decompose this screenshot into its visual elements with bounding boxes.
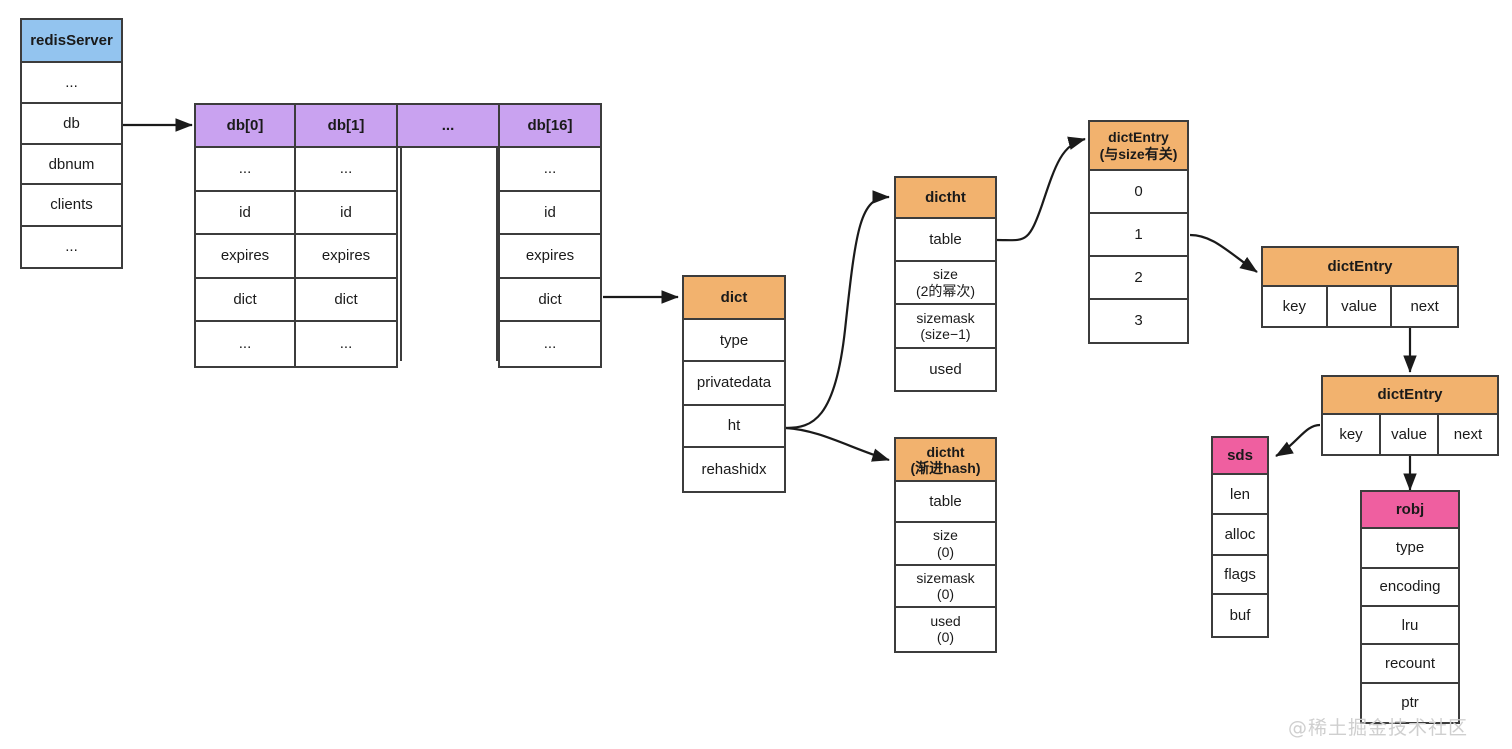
db-column-0-row-id: id	[196, 192, 294, 235]
robj-header: robj	[1362, 492, 1458, 530]
dictentry-node-2-header: dictEntry	[1323, 377, 1497, 416]
db-column-1-row-expires: expires	[296, 235, 396, 279]
dict-row-rehashidx: rehashidx	[684, 447, 784, 491]
db-column-1-header: db[1]	[296, 105, 396, 148]
dictentry-node-1-next: next	[1392, 287, 1457, 326]
db-column-0-row-expires: expires	[196, 235, 294, 279]
db-ellipsis-column-filler	[400, 148, 498, 361]
dictentry-node-2-fields: key value next	[1323, 415, 1497, 454]
db-column-16-row-0: ...	[500, 148, 600, 192]
robj-row-recount: recount	[1362, 645, 1458, 684]
dict-row-ht: ht	[684, 405, 784, 448]
redis-server-row-4: ...	[22, 226, 121, 268]
robj-row-encoding: encoding	[1362, 568, 1458, 608]
redis-server-header: redisServer	[22, 20, 121, 64]
redis-server-row-dbnum: dbnum	[22, 144, 121, 186]
dictentry-node-1-fields: key value next	[1263, 287, 1457, 326]
link-entry2key-to-sds	[1275, 423, 1321, 457]
redis-server-row-db: db	[22, 103, 121, 145]
dictentry-node-1-key: key	[1263, 287, 1328, 326]
dictentry-node-2: dictEntry key value next	[1321, 375, 1499, 456]
dictentry-node-2-value: value	[1381, 415, 1439, 454]
db-column-1-row-id: id	[296, 192, 396, 235]
watermark: @稀土掘金技术社区	[1288, 717, 1469, 739]
dictentry-array-slot-3: 3	[1090, 299, 1187, 342]
redis-server-row-0: ...	[22, 63, 121, 104]
dictentry-array-header: dictEntry (与size有关)	[1090, 122, 1187, 172]
sds-row-buf: buf	[1213, 594, 1267, 637]
link-table-to-dictentry-array	[996, 136, 1086, 242]
db-column-1-row-0: ...	[296, 148, 396, 192]
dictht-bottom-table: dictht (渐进hash) table size (0) sizemask …	[894, 437, 997, 653]
sds-header: sds	[1213, 438, 1267, 476]
db-column-0-row-4: ...	[196, 322, 294, 366]
robj-row-type: type	[1362, 529, 1458, 569]
sds-table: sds len alloc flags buf	[1211, 436, 1269, 638]
redis-server-row-clients: clients	[22, 185, 121, 227]
dict-row-type: type	[684, 320, 784, 363]
dict-table: dict type privatedata ht rehashidx	[682, 275, 786, 493]
link-ht-to-dictht-bottom	[785, 426, 890, 462]
db-array: db[0] ... id expires dict ... db[1] ... …	[194, 103, 602, 368]
redis-server-table: redisServer ... db dbnum clients ...	[20, 18, 123, 269]
db-column-ellipsis-header: ...	[398, 105, 498, 148]
dictentry-array-table: dictEntry (与size有关) 0 1 2 3	[1088, 120, 1189, 344]
dictentry-array-slot-1: 1	[1090, 214, 1187, 257]
dictht-top-row-table: table	[896, 219, 995, 262]
robj-row-ptr: ptr	[1362, 683, 1458, 722]
db-column-16: db[16] ... id expires dict ...	[500, 103, 602, 368]
dictentry-array-slot-0: 0	[1090, 171, 1187, 215]
link-ht-to-dictht-top	[785, 190, 890, 430]
db-column-16-header: db[16]	[500, 105, 600, 148]
dictht-bottom-row-sizemask: sizemask (0)	[896, 565, 995, 608]
db-column-16-row-4: ...	[500, 322, 600, 366]
dictentry-node-1-value: value	[1327, 287, 1393, 326]
dictht-bottom-row-size: size (0)	[896, 523, 995, 566]
dictht-top-header: dictht	[896, 178, 995, 219]
db-column-1: db[1] ... id expires dict ...	[296, 103, 398, 368]
dictht-top-row-used: used	[896, 349, 995, 390]
dictht-top-row-sizemask: sizemask (size−1)	[896, 305, 995, 349]
dictht-bottom-header: dictht (渐进hash)	[896, 439, 995, 483]
sds-row-alloc: alloc	[1213, 515, 1267, 556]
sds-row-len: len	[1213, 475, 1267, 516]
db-column-0-header: db[0]	[196, 105, 294, 148]
link-slot1-to-entry1	[1189, 233, 1258, 273]
db-column-0-row-0: ...	[196, 148, 294, 192]
dictht-top-table: dictht table size (2的幂次) sizemask (size−…	[894, 176, 997, 392]
db-column-16-row-id: id	[500, 192, 600, 235]
dictentry-array-slot-2: 2	[1090, 256, 1187, 300]
sds-row-flags: flags	[1213, 555, 1267, 595]
db-column-1-row-dict: dict	[296, 279, 396, 322]
dict-row-privatedata: privatedata	[684, 362, 784, 406]
dictht-top-row-size: size (2的幂次)	[896, 262, 995, 305]
dictentry-node-1: dictEntry key value next	[1261, 246, 1459, 328]
dictentry-node-2-next: next	[1438, 415, 1497, 454]
dictht-bottom-row-table: table	[896, 482, 995, 524]
dictht-bottom-row-used: used (0)	[896, 607, 995, 652]
robj-row-lru: lru	[1362, 607, 1458, 646]
db-column-1-row-4: ...	[296, 322, 396, 366]
db-column-0-row-dict: dict	[196, 279, 294, 322]
robj-table: robj type encoding lru recount ptr	[1360, 490, 1460, 724]
db-column-16-row-expires: expires	[500, 235, 600, 279]
dict-header: dict	[684, 277, 784, 321]
db-column-0: db[0] ... id expires dict ...	[194, 103, 296, 368]
db-column-16-row-dict: dict	[500, 279, 600, 322]
dictentry-node-1-header: dictEntry	[1263, 248, 1457, 288]
dictentry-node-2-key: key	[1323, 415, 1381, 454]
